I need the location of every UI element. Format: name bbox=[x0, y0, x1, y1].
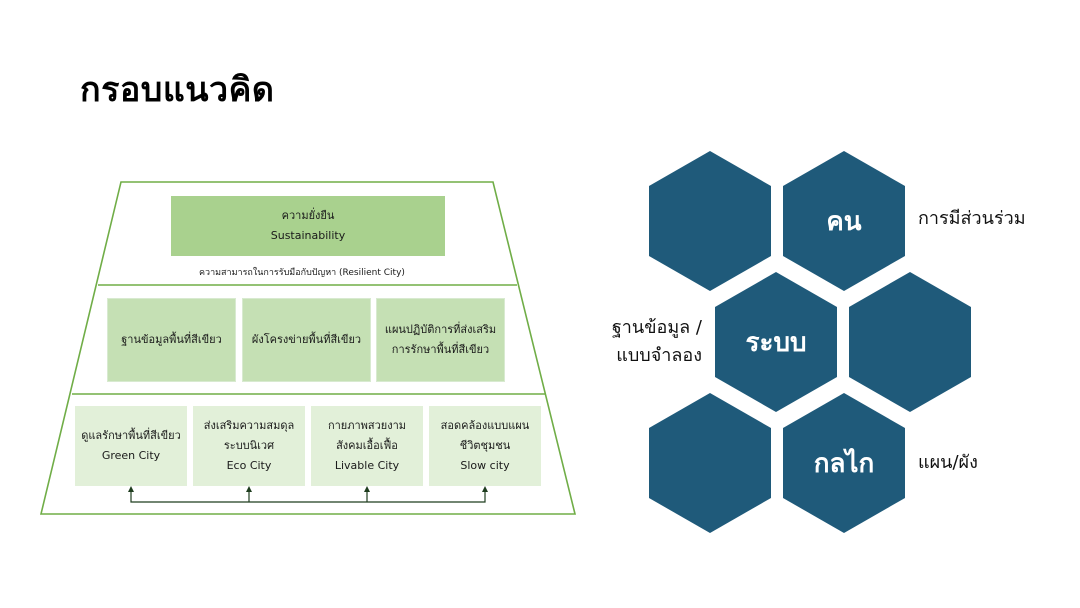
resilience-caption: ความสามารถในการรับมือกับปัญหา (Resilient… bbox=[199, 268, 405, 278]
bottom-box-label: Livable City bbox=[334, 459, 400, 472]
bottom-box-label: สังคมเอื้อเฟื้อ bbox=[336, 439, 398, 452]
bottom-box-eco-city: ส่งเสริมความสมดุล ระบบนิเวศ Eco City bbox=[193, 406, 305, 486]
pyramid-outline bbox=[39, 181, 577, 515]
middle-box-database: ฐานข้อมูลพื้นที่สีเขียว bbox=[107, 298, 236, 382]
hexagon-people-label: คน bbox=[826, 207, 862, 237]
database-label: ฐานข้อมูล / แบบจำลอง bbox=[610, 314, 702, 370]
bottom-box-livable-city: กายภาพสวยงาม สังคมเอื้อเฟื้อ Livable Cit… bbox=[311, 406, 423, 486]
middle-box-label: การรักษาพื้นที่สีเขียว bbox=[391, 343, 490, 356]
bottom-box-label: ส่งเสริมความสมดุล bbox=[203, 419, 295, 432]
database-label-line2: แบบจำลอง bbox=[616, 345, 702, 366]
middle-box-label: ผังโครงข่ายพื้นที่สีเขียว bbox=[251, 333, 362, 346]
middle-box-label: แผนปฏิบัติการที่ส่งเสริม bbox=[384, 323, 497, 336]
hexagon-mechanism bbox=[783, 393, 905, 533]
bottom-box-label: Eco City bbox=[226, 459, 272, 472]
sustainability-box: ความยั่งยืน Sustainability bbox=[171, 196, 445, 256]
hexagon-people bbox=[783, 151, 905, 291]
page-title: กรอบแนวคิด bbox=[80, 70, 275, 110]
sustainability-english: Sustainability bbox=[270, 229, 346, 242]
participation-label: การมีส่วนร่วม bbox=[918, 208, 1026, 229]
bottom-box-label: Green City bbox=[101, 449, 161, 462]
plan-label: แผน/ผัง bbox=[918, 452, 978, 473]
arrow-heads bbox=[128, 486, 488, 492]
middle-box-network-plan: ผังโครงข่ายพื้นที่สีเขียว bbox=[242, 298, 371, 382]
bottom-box-label: ชีวิตชุมชน bbox=[459, 439, 511, 452]
middle-box-label: ฐานข้อมูลพื้นที่สีเขียว bbox=[121, 333, 222, 346]
hexagon-mechanism-label: กลไก bbox=[813, 449, 875, 479]
bottom-box-label: กายภาพสวยงาม bbox=[327, 419, 407, 432]
sustainability-thai: ความยั่งยืน bbox=[281, 209, 335, 222]
bottom-box-label: ระบบนิเวศ bbox=[223, 439, 275, 452]
database-label-line1: ฐานข้อมูล / bbox=[611, 317, 702, 338]
hexagon-middle-right bbox=[849, 272, 971, 412]
bottom-box-label: Slow city bbox=[460, 459, 510, 472]
middle-box-action-plan: แผนปฏิบัติการที่ส่งเสริม การรักษาพื้นที่… bbox=[376, 298, 505, 382]
bottom-box-label: สอดคล้องแบบแผน bbox=[440, 419, 530, 432]
hexagon-system-label: ระบบ bbox=[745, 328, 807, 358]
hexagon-top-left bbox=[649, 151, 771, 291]
bottom-box-label: ดูแลรักษาพื้นที่สีเขียว bbox=[81, 429, 181, 442]
bottom-box-slow-city: สอดคล้องแบบแผน ชีวิตชุมชน Slow city bbox=[429, 406, 541, 486]
hexagon-system bbox=[715, 272, 837, 412]
hexagon-bottom-left bbox=[649, 393, 771, 533]
bottom-box-green-city: ดูแลรักษาพื้นที่สีเขียว Green City bbox=[75, 406, 187, 486]
